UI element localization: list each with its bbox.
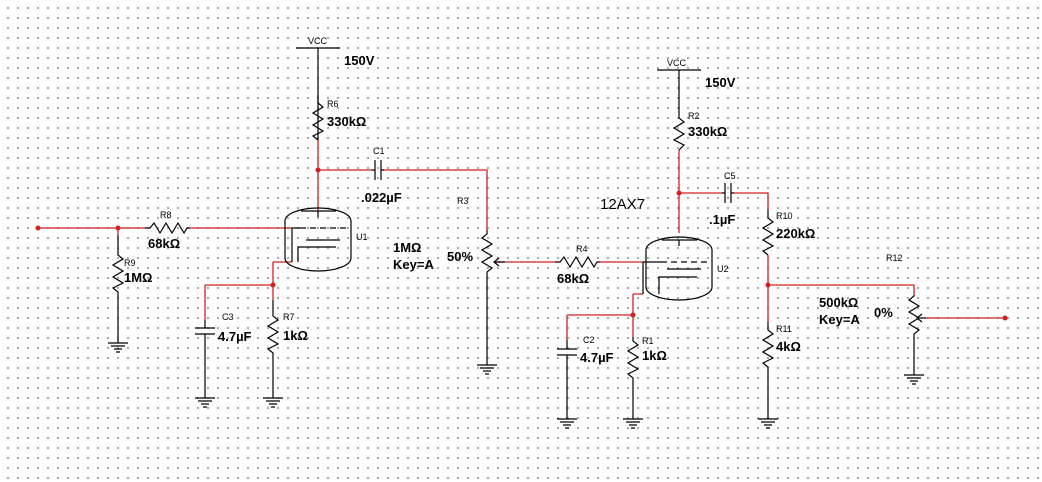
resistor-ref: R2 [688,111,700,121]
wire-cathode-u2 [566,293,643,340]
junction-dot [676,190,682,196]
input-terminal [35,225,41,231]
wire-input [38,227,292,235]
resistor-r2: R2 330kΩ [672,111,727,151]
ground-icon [557,416,577,429]
pot-value: 1MΩ [393,240,421,255]
capacitor-c1: C1 .022µF [361,146,402,205]
resistor-ref: R7 [283,312,295,322]
resistor-value: 330kΩ [327,114,366,129]
resistor-r10: R10 220kΩ [761,210,815,256]
output-terminal [1002,315,1008,321]
tube-ref: U1 [356,232,368,242]
triode-u1: U1 [284,207,368,272]
capacitor-ref: C3 [222,312,234,322]
vcc-label: VCC [667,58,687,68]
resistor-r11: R11 4kΩ [761,322,801,416]
capacitor-c3: C3 4.7µF [195,312,252,395]
vcc-right: VCC 150V [657,58,736,115]
pot-key: Key=A [819,312,860,327]
ground-icon [477,362,497,375]
ground-icon [108,340,128,353]
pot-setting: 0% [874,305,893,320]
resistor-value: 1MΩ [124,270,152,285]
resistor-r9: R9 1MΩ [111,235,152,340]
capacitor-value: .022µF [361,190,402,205]
resistor-value: 1kΩ [642,348,667,363]
resistor-value: 220kΩ [776,226,815,241]
ground-icon [263,395,283,408]
pot-ref: R12 [886,253,903,263]
wires [38,140,1005,340]
wire-plate-to-c5 [679,192,769,210]
junction-dot [630,312,636,318]
junction-dot [270,282,276,288]
tube-model: 12AX7 [600,196,645,213]
resistor-value: 1kΩ [283,328,308,343]
resistor-ref: R10 [776,211,793,221]
junction-dot [315,167,321,173]
junctions [35,167,1008,321]
resistor-r4: R4 68kΩ [555,244,600,286]
resistor-value: 4kΩ [776,339,801,354]
capacitor-value: 4.7µF [580,350,614,365]
potentiometer-r12: R12 500kΩ Key=A 0% [819,253,926,372]
junction-dot [765,282,771,288]
pot-ref: R3 [457,196,469,206]
wire-c1-to-r3 [384,169,488,230]
resistor-r8: R8 68kΩ [145,210,190,251]
pot-setting: 50% [447,249,473,264]
resistor-ref: R6 [327,99,339,109]
vcc-left: VCC 150V [296,36,375,140]
capacitor-ref: C5 [724,171,736,181]
ground-icon [195,395,215,408]
pot-value: 500kΩ [819,295,858,310]
wire-cathode-u1 [204,261,292,320]
resistor-ref: R11 [776,324,792,334]
resistor-ref: R8 [160,210,172,220]
vcc-label: VCC [308,36,328,46]
resistor-value: 330kΩ [688,124,727,139]
capacitor-value: .1µF [709,212,735,227]
ground-icon [758,416,778,429]
resistor-ref: R1 [642,336,654,346]
wire-r10-r11 [767,255,915,322]
potentiometer-r3: R3 1MΩ Key=A 50% [393,196,505,362]
resistor-value: 68kΩ [148,236,180,251]
resistor-r1: R1 1kΩ [626,336,667,416]
capacitor-value: 4.7µF [218,329,252,344]
ground-icon [904,372,924,385]
resistor-ref: R9 [124,258,136,268]
pot-key: Key=A [393,257,434,272]
capacitor-ref: C1 [373,146,385,156]
junction-dot [115,225,121,231]
vcc-voltage: 150V [705,75,736,90]
capacitor-ref: C2 [583,335,595,345]
ground-icon [623,416,643,429]
resistor-r7: R7 1kΩ [266,300,308,395]
vcc-voltage: 150V [344,53,375,68]
tube-ref: U2 [717,264,729,274]
triode-u2: U2 12AX7 [600,196,729,301]
resistor-value: 68kΩ [557,271,589,286]
resistor-r6: R6 330kΩ [311,95,366,141]
ground-symbols [108,340,924,429]
capacitor-c2: C2 4.7µF [557,335,614,416]
capacitor-c5: C5 .1µF [709,171,736,227]
resistor-ref: R4 [576,244,588,254]
